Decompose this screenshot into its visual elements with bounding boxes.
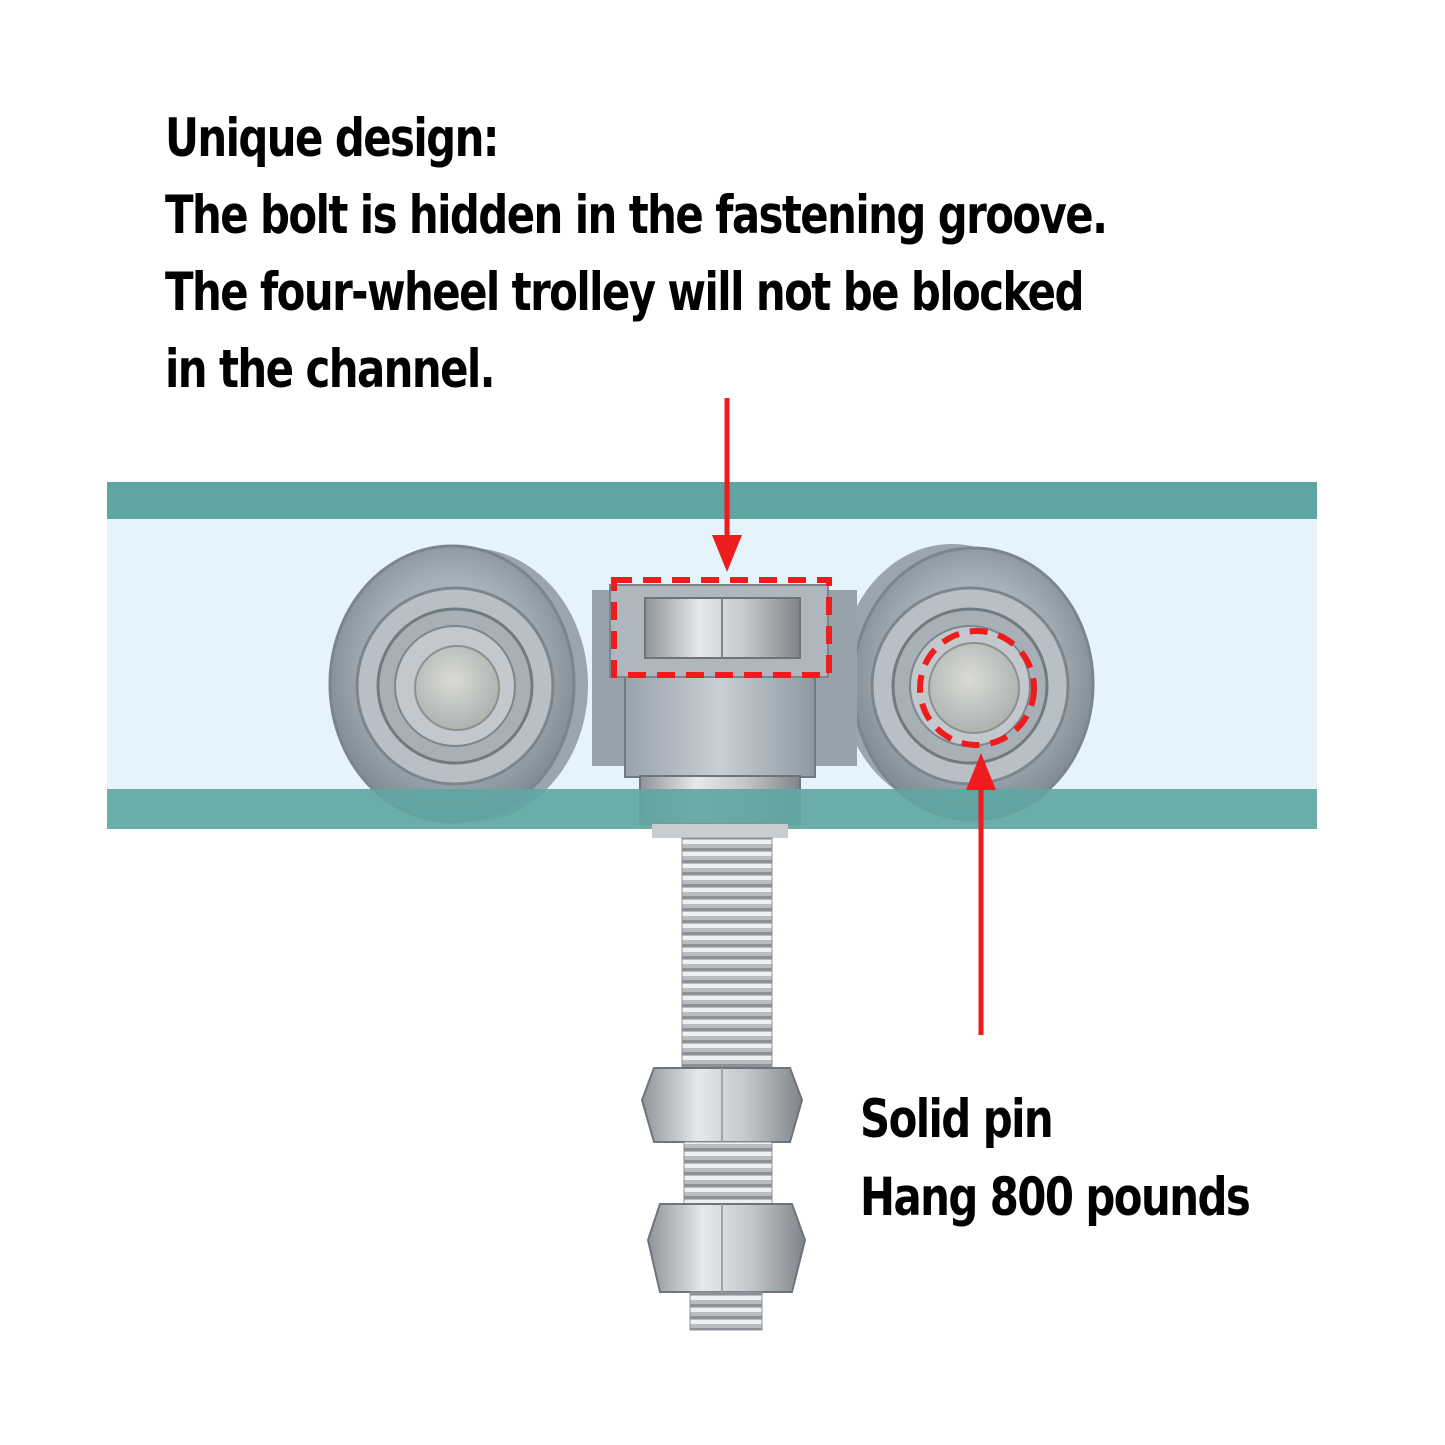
design-description: Unique design: The bolt is hidden in the… xyxy=(165,100,1108,408)
left-wheel xyxy=(328,544,588,824)
rod-tip xyxy=(689,1291,763,1331)
annotations xyxy=(611,398,1037,1035)
callout-line-2: Hang 800 pounds xyxy=(860,1167,1251,1228)
right-wheel xyxy=(840,544,1095,822)
hex-nut-lower xyxy=(646,1203,807,1293)
heading-line-4: in the channel. xyxy=(165,339,496,400)
rail-bottom-flange xyxy=(107,789,1317,829)
callout-line-1: Solid pin xyxy=(860,1089,1054,1150)
heading-line-3: The four-wheel trolley will not be block… xyxy=(165,262,1084,323)
left-pin xyxy=(414,645,500,731)
threaded-rod xyxy=(681,837,773,1069)
solid-pin-callout: Solid pin Hang 800 pounds xyxy=(860,1081,1334,1237)
heading-line-1: Unique design: xyxy=(165,108,500,169)
heading-line-2: The bolt is hidden in the fastening groo… xyxy=(165,185,1108,246)
pin-highlight-circle xyxy=(917,628,1037,748)
right-solid-pin xyxy=(928,642,1020,734)
bolt-highlight-box xyxy=(611,577,832,678)
hanger-bolt xyxy=(640,824,807,1331)
rail-top-flange xyxy=(107,482,1317,519)
